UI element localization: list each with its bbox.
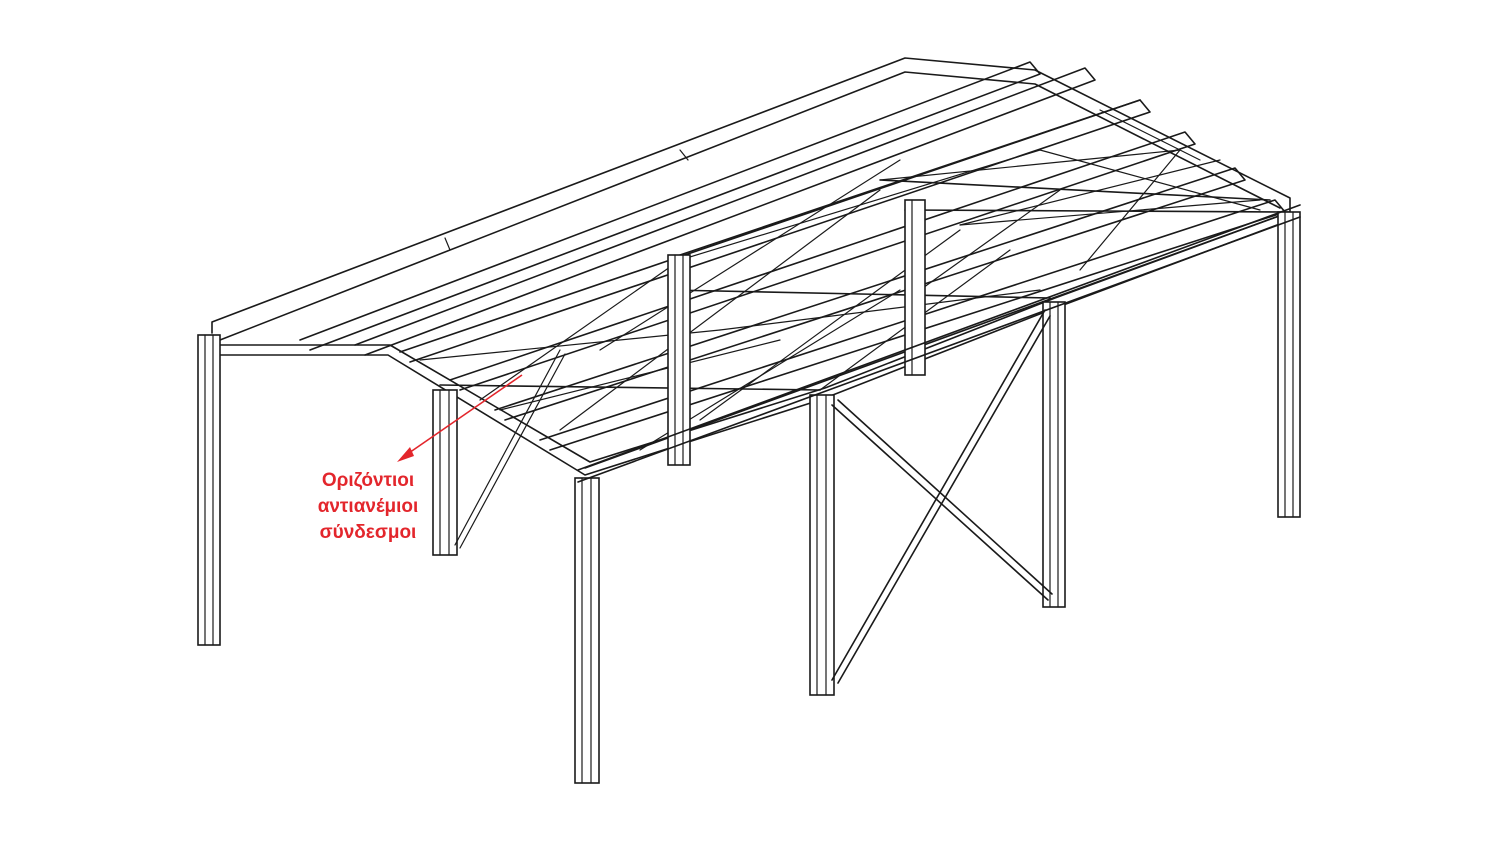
callout-line-2: αντιανέμιοι <box>317 496 419 517</box>
roof-cross-bracing <box>419 109 1261 451</box>
callout-label: Οριζόντιοι αντιανέμιοι σύνδεσμοι <box>268 468 468 546</box>
callout-line-1: Οριζόντιοι <box>321 470 415 491</box>
back-ridge-and-top <box>211 57 1291 341</box>
front-eave-beam <box>577 204 1301 483</box>
columns <box>197 199 1301 784</box>
callout-line-3: σύνδεσμοι <box>319 522 417 543</box>
roof-frame-members <box>439 99 1291 391</box>
callout-arrow <box>397 374 523 462</box>
left-gable-rafter <box>204 211 1291 476</box>
wall-cross-bracing <box>454 309 1053 684</box>
